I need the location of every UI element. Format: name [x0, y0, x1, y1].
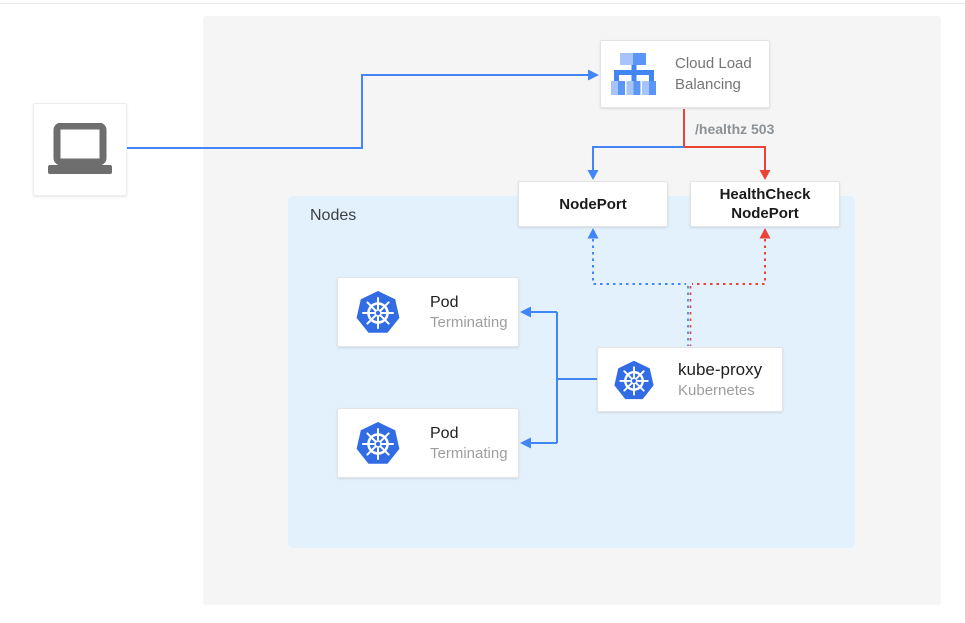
healthcheck-nodeport-label: HealthCheck NodePort [719, 186, 811, 222]
pod-node-2: Pod Terminating [337, 408, 519, 478]
kube-proxy-subtitle: Kubernetes [678, 381, 755, 399]
healthz-503-label: /healthz 503 [695, 121, 775, 137]
kubernetes-icon [613, 359, 655, 400]
nodes-group-label: Nodes [310, 207, 357, 224]
pod1-title: Pod [430, 293, 459, 311]
cloud-load-balancing-node: Cloud Load Balancing [600, 40, 770, 108]
pod-node-1: Pod Terminating [337, 277, 519, 347]
laptop-icon [48, 122, 112, 174]
kubernetes-icon [355, 420, 401, 466]
client-laptop-node [33, 103, 127, 196]
load-balancer-icon [611, 53, 656, 95]
window-divider [0, 3, 965, 4]
nodeport-node: NodePort [518, 181, 668, 227]
kube-proxy-title: kube-proxy [678, 359, 763, 379]
nodeport-label: NodePort [559, 195, 627, 213]
pod2-status: Terminating [430, 444, 508, 462]
pod1-status: Terminating [430, 313, 508, 331]
healthcheck-nodeport-node: HealthCheck NodePort [690, 181, 840, 227]
cloud-load-balancing-label: Cloud Load Balancing [675, 55, 752, 93]
pod2-title: Pod [430, 424, 459, 442]
kubernetes-icon [355, 289, 401, 335]
kube-proxy-node: kube-proxy Kubernetes [597, 347, 783, 412]
